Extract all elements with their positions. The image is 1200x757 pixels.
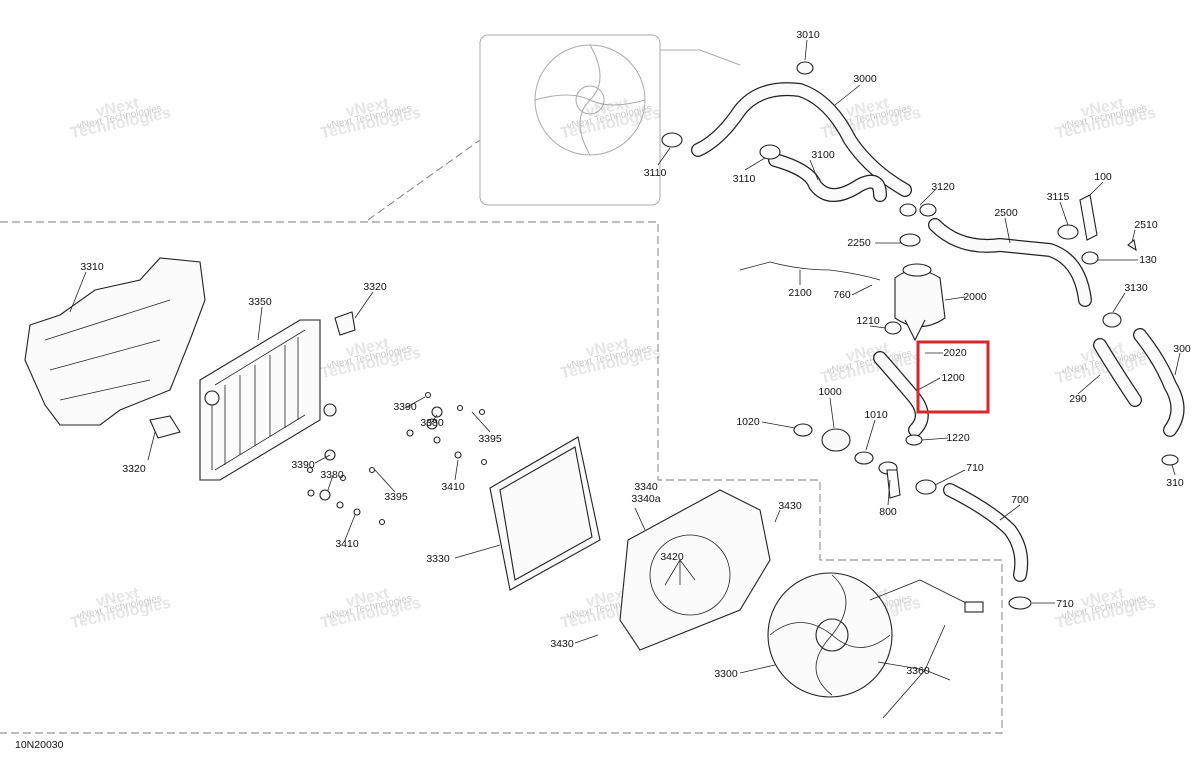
part-label-710: 710 (966, 462, 984, 474)
radiator (199, 319, 337, 481)
coolant-hoses (691, 82, 1185, 582)
part-label-1020: 1020 (736, 416, 760, 428)
part-label-760: 760 (833, 289, 851, 301)
part-label-3395: 3395 (384, 491, 408, 503)
part-label-130: 130 (1139, 254, 1157, 266)
part-label-3130: 3130 (1124, 282, 1148, 294)
mounting-hardware (306, 391, 488, 526)
part-label-3390: 3390 (393, 401, 417, 413)
part-label-3300: 3300 (714, 668, 738, 680)
part-label-1210: 1210 (856, 315, 880, 327)
part-label-3380: 3380 (320, 469, 344, 481)
part-label-290: 290 (1069, 393, 1087, 405)
part-label-3330: 3330 (426, 553, 450, 565)
coolant-reservoir (894, 263, 946, 342)
part-label-3010: 3010 (796, 29, 820, 41)
part-label-3120: 3120 (931, 181, 955, 193)
part-label-3320: 3320 (122, 463, 146, 475)
part-label-2020: 2020 (943, 347, 967, 359)
clamps-and-fittings (661, 61, 1179, 610)
part-label-2500: 2500 (994, 207, 1018, 219)
part-label-800: 800 (879, 506, 897, 518)
part-number-labels: 3010 3000 3110 3110 3100 3120 3115 100 2510 2500 1… (80, 29, 1191, 680)
part-label-3110: 3110 (644, 167, 667, 179)
part-label-3115: 3115 (1047, 191, 1070, 203)
part-label-3340: 3340 (634, 481, 658, 493)
part-label-3310: 3310 (80, 261, 104, 273)
part-label-1000: 1000 (818, 386, 842, 398)
part-label-3390: 3390 (291, 459, 315, 471)
bracket-upper (334, 311, 356, 336)
part-label-2250: 2250 (847, 237, 871, 249)
part-label-3100: 3100 (811, 149, 835, 161)
part-label-3395: 3395 (478, 433, 502, 445)
part-label-300: 300 (1173, 343, 1191, 355)
part-label-710: 710 (1056, 598, 1074, 610)
part-label-3000: 3000 (853, 73, 877, 85)
part-label-3320: 3320 (363, 281, 387, 293)
highlight-box-2020-1200 (916, 340, 990, 414)
part-label-3360: 3360 (906, 665, 930, 677)
radiator-shroud (24, 257, 206, 426)
part-label-2000: 2000 (963, 291, 987, 303)
part-label-3430: 3430 (550, 638, 574, 650)
leader-lines (69, 39, 1181, 719)
diagram-code: 10N20030 (15, 739, 64, 751)
part-label-2510: 2510 (1134, 219, 1158, 231)
part-label-3410: 3410 (335, 538, 359, 550)
leader-dash-to-fan (367, 139, 481, 221)
part-label-3110: 3110 (733, 173, 756, 185)
part-label-3420: 3420 (660, 551, 684, 563)
part-label-3410: 3410 (441, 481, 465, 493)
part-label-2100: 2100 (788, 287, 812, 299)
cooling-fan (767, 572, 984, 698)
part-label-100: 100 (1094, 171, 1112, 183)
background-fan-assembly (479, 34, 741, 206)
part-label-1010: 1010 (864, 409, 888, 421)
radiator-group-outline (0, 221, 1003, 734)
part-label-310: 310 (1166, 477, 1184, 489)
part-label-1220: 1220 (946, 432, 970, 444)
part-label-3430: 3430 (778, 500, 802, 512)
part-label-3380: 3380 (420, 417, 444, 429)
fan-support-plate (619, 489, 771, 651)
radiator-gasket (489, 436, 601, 591)
part-label-1200: 1200 (941, 372, 965, 384)
part-label-3350: 3350 (248, 296, 272, 308)
bracket-lower (149, 415, 181, 439)
part-label-3340a: 3340a (631, 493, 660, 505)
part-label-700: 700 (1011, 494, 1029, 506)
